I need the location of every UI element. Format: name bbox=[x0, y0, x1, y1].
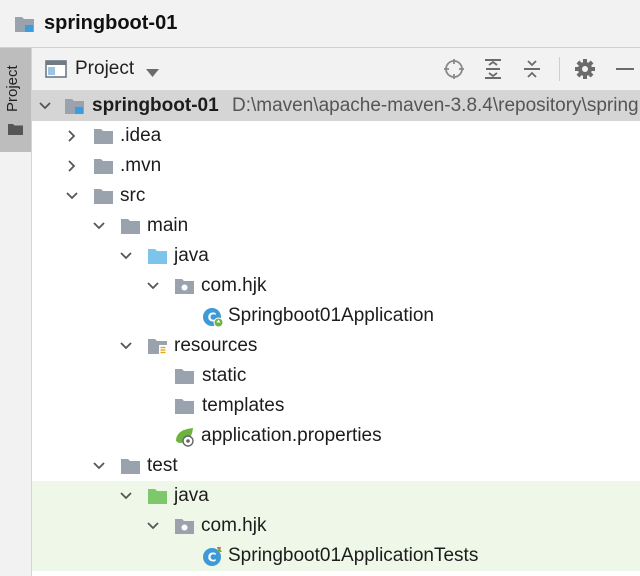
tree-item-test-java[interactable]: java bbox=[32, 481, 640, 511]
chevron-down-icon[interactable] bbox=[38, 99, 52, 113]
package-label: com.hjk bbox=[201, 275, 267, 296]
source-folder-icon bbox=[147, 246, 169, 266]
toolbar-separator bbox=[559, 57, 560, 81]
project-tool-tab-label: Project bbox=[4, 65, 21, 112]
test-class-icon: C bbox=[202, 546, 224, 566]
view-selector-dropdown[interactable]: Project bbox=[75, 58, 160, 80]
folder-icon bbox=[174, 366, 196, 386]
module-folder-icon bbox=[14, 14, 36, 34]
folder-icon bbox=[120, 216, 142, 236]
chevron-down-icon[interactable] bbox=[119, 249, 133, 263]
tree-item-root[interactable]: springboot-01 D:\maven\apache-maven-3.8.… bbox=[32, 91, 640, 121]
root-module-path: D:\maven\apache-maven-3.8.4\repository\s… bbox=[232, 95, 639, 116]
folder-label: java bbox=[174, 245, 209, 266]
tree-item-main[interactable]: main bbox=[32, 211, 640, 241]
tree-item-main-package[interactable]: com.hjk bbox=[32, 271, 640, 301]
gear-icon[interactable] bbox=[573, 57, 597, 81]
package-label: com.hjk bbox=[201, 515, 267, 536]
root-module-name: springboot-01 bbox=[92, 95, 219, 116]
tree-item-mvn[interactable]: .mvn bbox=[32, 151, 640, 181]
folder-icon bbox=[120, 456, 142, 476]
expand-all-icon[interactable] bbox=[481, 57, 505, 81]
svg-text:C: C bbox=[208, 551, 217, 565]
chevron-down-icon[interactable] bbox=[92, 459, 106, 473]
folder-label: java bbox=[174, 485, 209, 506]
view-selector-label: Project bbox=[75, 58, 135, 79]
folder-label: resources bbox=[174, 335, 258, 356]
chevron-down-icon[interactable] bbox=[146, 279, 160, 293]
folder-label: static bbox=[202, 365, 247, 386]
chevron-right-icon[interactable] bbox=[65, 159, 79, 173]
chevron-right-icon[interactable] bbox=[65, 129, 79, 143]
resources-folder-icon bbox=[147, 336, 169, 356]
chevron-down-icon bbox=[146, 65, 160, 77]
chevron-down-icon[interactable] bbox=[119, 339, 133, 353]
class-label: Springboot01Application bbox=[228, 305, 434, 326]
window-title: springboot-01 bbox=[44, 12, 178, 34]
class-label: Springboot01ApplicationTests bbox=[228, 545, 479, 566]
spring-boot-class-icon: C bbox=[202, 306, 224, 328]
spring-properties-icon bbox=[174, 426, 196, 447]
file-label: application.properties bbox=[201, 425, 382, 446]
module-folder-icon bbox=[64, 96, 86, 116]
tree-item-properties[interactable]: application.properties bbox=[32, 421, 640, 451]
project-tool-tab[interactable]: Project bbox=[0, 48, 31, 152]
project-panel-header: Project bbox=[32, 48, 640, 91]
folder-icon bbox=[93, 126, 115, 146]
locate-icon[interactable] bbox=[442, 57, 466, 81]
folder-label: templates bbox=[202, 395, 285, 416]
folder-label: .mvn bbox=[120, 155, 162, 176]
chevron-down-icon[interactable] bbox=[146, 519, 160, 533]
tree-item-test-class[interactable]: C Springboot01ApplicationTests bbox=[32, 541, 640, 571]
chevron-down-icon[interactable] bbox=[119, 489, 133, 503]
tree-item-test[interactable]: test bbox=[32, 451, 640, 481]
tree-item-test-package[interactable]: com.hjk bbox=[32, 511, 640, 541]
test-source-folder-icon bbox=[147, 486, 169, 506]
project-view-icon bbox=[45, 60, 67, 78]
folder-label: .idea bbox=[120, 125, 162, 146]
collapse-all-icon[interactable] bbox=[520, 57, 544, 81]
tree-item-templates[interactable]: templates bbox=[32, 391, 640, 421]
title-bar: springboot-01 bbox=[0, 0, 640, 48]
folder-label: main bbox=[147, 215, 189, 236]
tree-item-main-java[interactable]: java bbox=[32, 241, 640, 271]
panel-toolbar bbox=[442, 48, 640, 90]
folder-label: src bbox=[120, 185, 146, 206]
chevron-down-icon[interactable] bbox=[92, 219, 106, 233]
project-tree: springboot-01 D:\maven\apache-maven-3.8.… bbox=[32, 91, 640, 576]
package-icon bbox=[174, 276, 196, 296]
folder-icon bbox=[8, 122, 23, 135]
tool-window-strip: Project bbox=[0, 48, 32, 576]
svg-text:C: C bbox=[208, 311, 217, 325]
package-icon bbox=[174, 516, 196, 536]
minimize-icon[interactable] bbox=[612, 57, 636, 81]
tree-item-resources[interactable]: resources bbox=[32, 331, 640, 361]
folder-icon bbox=[93, 156, 115, 176]
tree-item-static[interactable]: static bbox=[32, 361, 640, 391]
tree-item-idea[interactable]: .idea bbox=[32, 121, 640, 151]
chevron-down-icon[interactable] bbox=[65, 189, 79, 203]
folder-icon bbox=[174, 396, 196, 416]
folder-label: test bbox=[147, 455, 178, 476]
tree-item-main-class[interactable]: C Springboot01Application bbox=[32, 301, 640, 331]
tree-item-src[interactable]: src bbox=[32, 181, 640, 211]
folder-icon bbox=[93, 186, 115, 206]
